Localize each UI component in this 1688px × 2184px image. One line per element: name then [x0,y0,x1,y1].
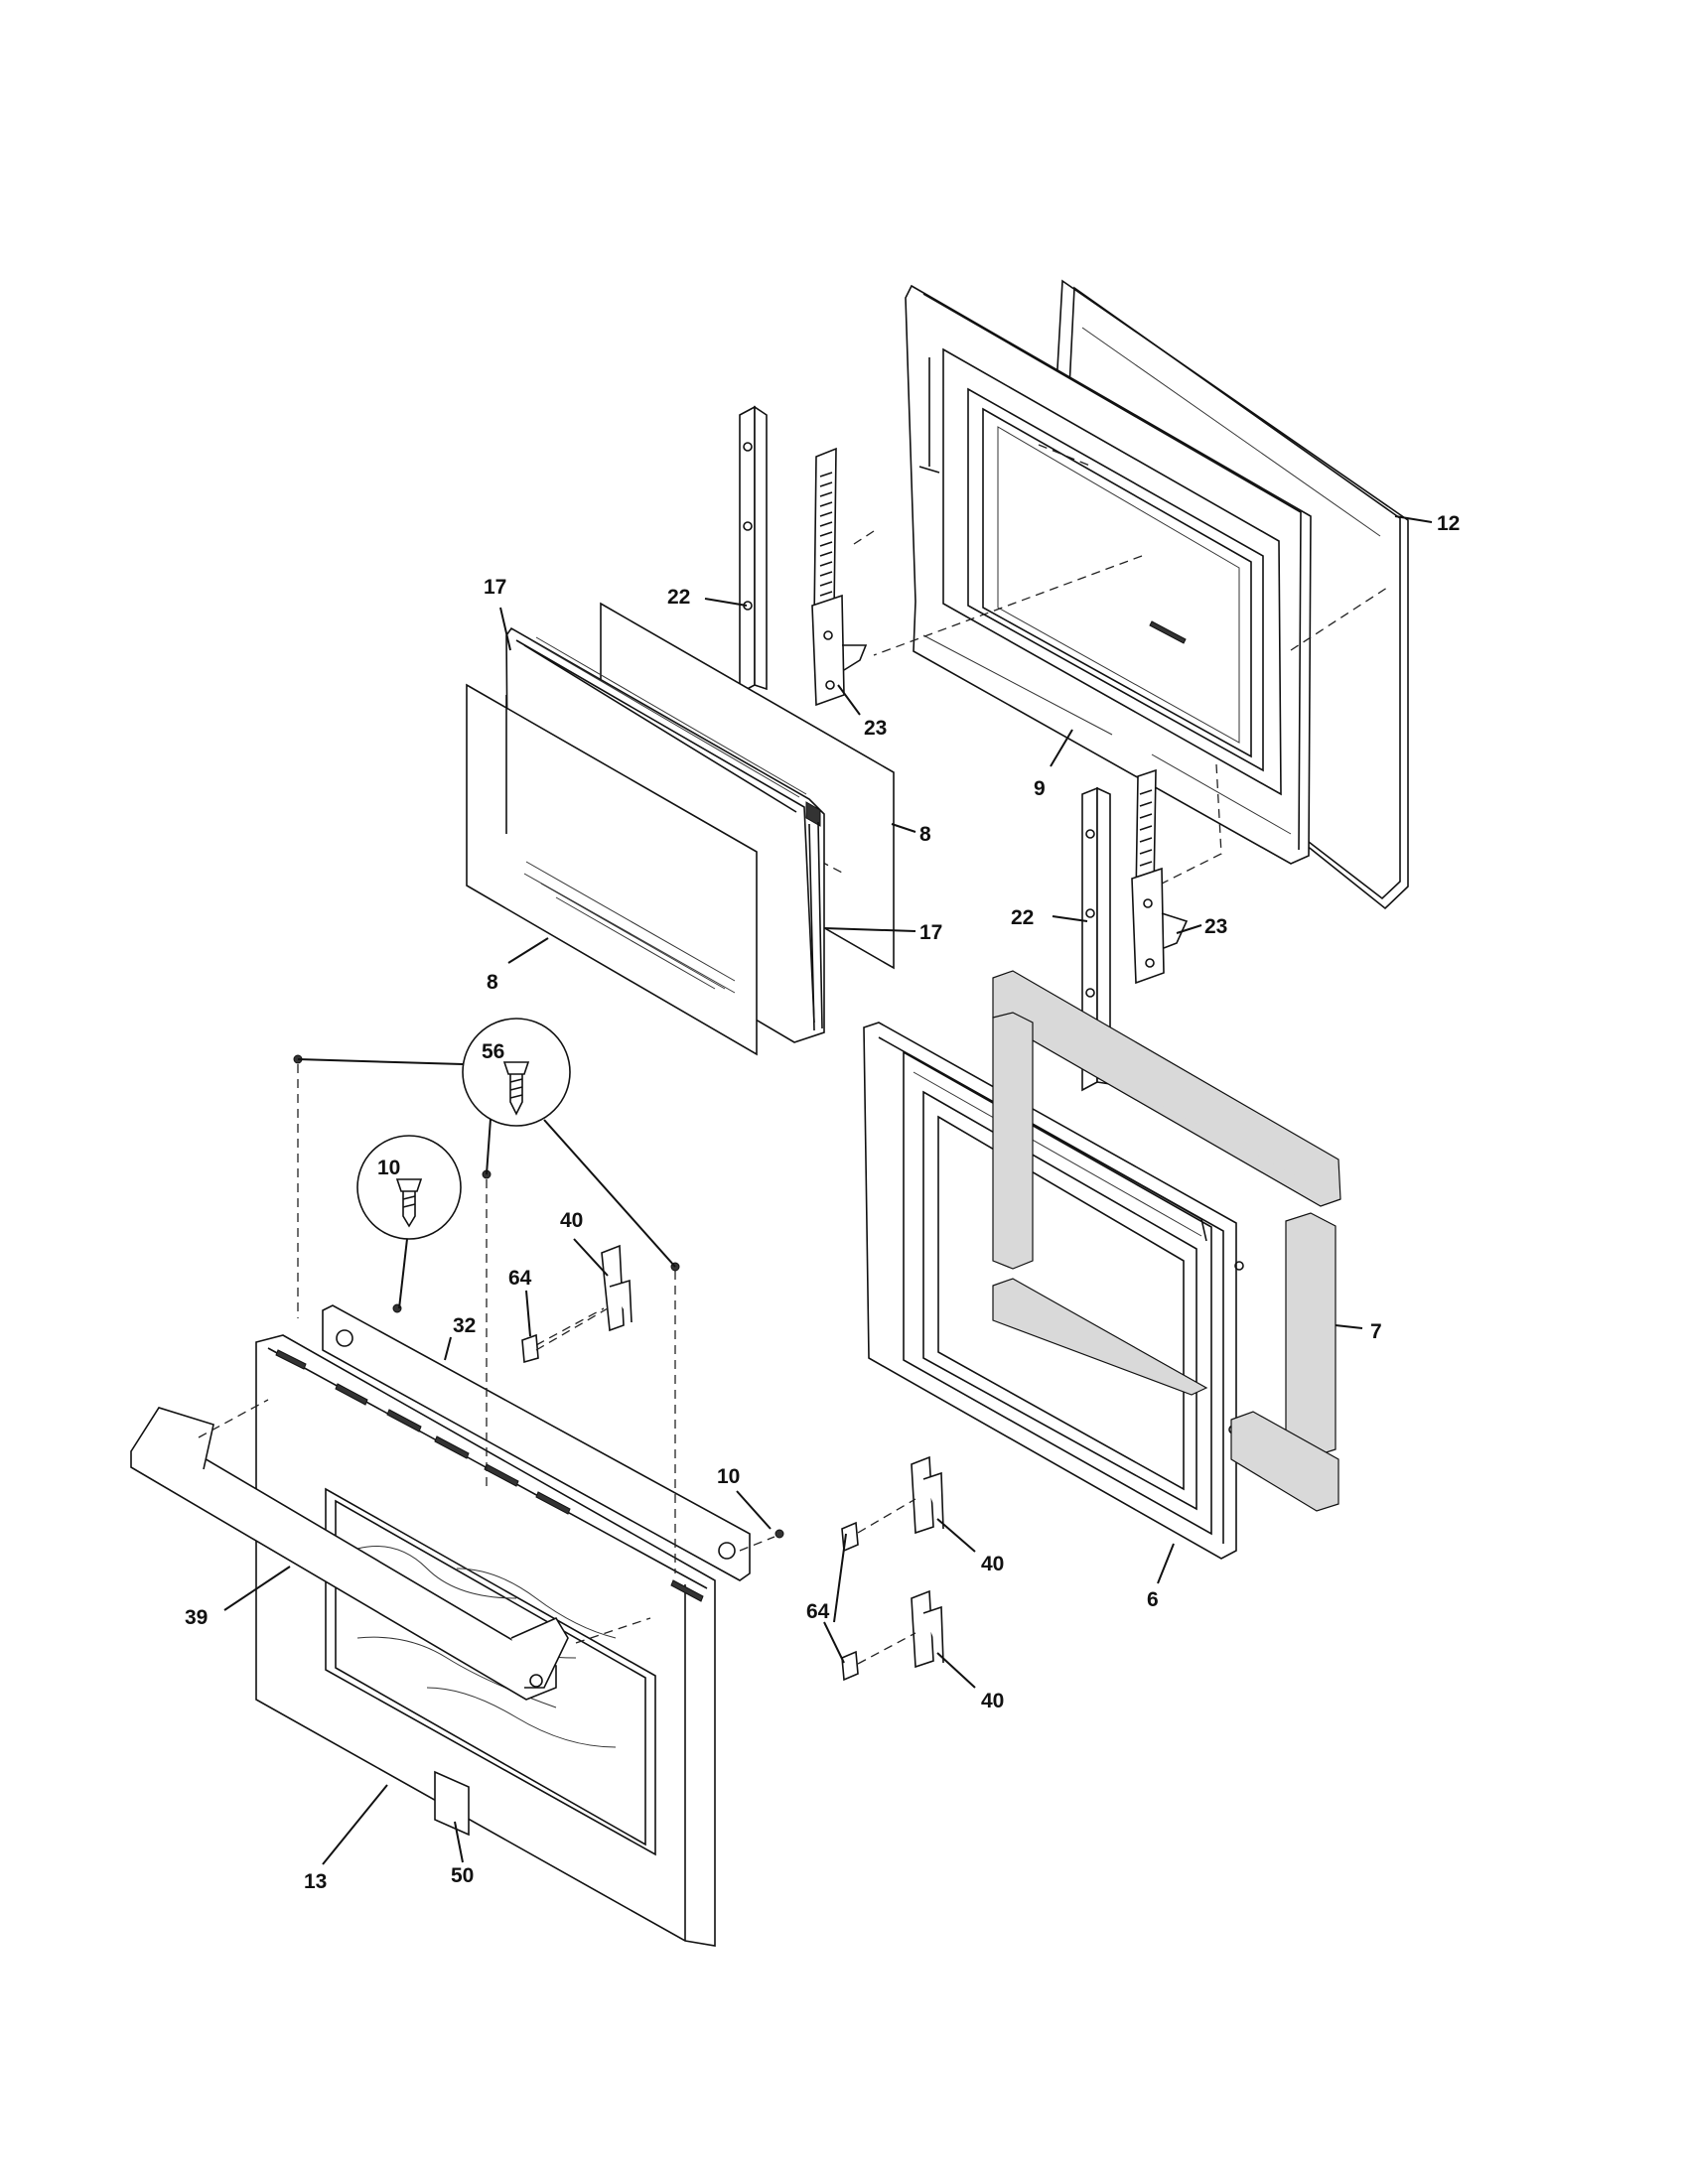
part-64-pad-lower-1 [841,1521,859,1553]
callout-64-lower: 64 [806,1600,830,1623]
callout-23-lower: 23 [1204,915,1227,938]
callout-22-upper: 22 [667,586,690,609]
callout-labels: 12 22 17 23 9 8 22 23 17 8 56 10 40 64 3… [185,512,1460,1893]
part-40-clip-lower-1 [911,1455,944,1535]
callout-23-upper: 23 [864,717,887,740]
part-64-pad-upper [521,1333,539,1364]
callout-40-lower-2: 40 [981,1690,1004,1712]
callout-22-lower: 22 [1011,906,1034,929]
detail-circle-10 [356,1135,462,1309]
callout-9: 9 [1034,777,1046,800]
part-23-hinge-upper [811,447,868,707]
callout-40-upper: 40 [560,1209,583,1232]
callout-32: 32 [453,1314,476,1337]
callout-64-upper: 64 [508,1267,532,1290]
callout-13: 13 [304,1870,327,1893]
callout-10-detail: 10 [377,1157,400,1179]
callout-50: 50 [451,1864,474,1887]
callout-10-right: 10 [717,1465,740,1488]
part-40-clip-lower-2 [911,1589,944,1669]
part-64-pad-lower-2 [841,1650,859,1682]
callout-39: 39 [185,1606,208,1629]
part-9-inner-door-panel [905,284,1312,865]
part-32-vent-trim [322,1304,751,1581]
part-8-glass-front [466,683,758,1056]
part-7-insulation [992,970,1341,1512]
callout-7: 7 [1370,1320,1382,1343]
part-39-handle [130,1407,569,1701]
leader-lines [223,515,1433,1865]
part-22-hinge-channel-upper [739,405,768,695]
part-23-hinge-lower [1131,768,1189,985]
callout-40-lower-1: 40 [981,1553,1004,1575]
callout-17-upper: 17 [484,576,506,599]
callout-17-lower: 17 [919,921,942,944]
callout-8-left: 8 [487,971,498,994]
callout-6: 6 [1147,1588,1159,1611]
callout-12: 12 [1437,512,1460,535]
callout-56: 56 [482,1040,504,1063]
callout-8-right: 8 [919,823,931,846]
part-40-clip-upper [601,1244,633,1332]
detail-circle-56 [297,1018,676,1268]
